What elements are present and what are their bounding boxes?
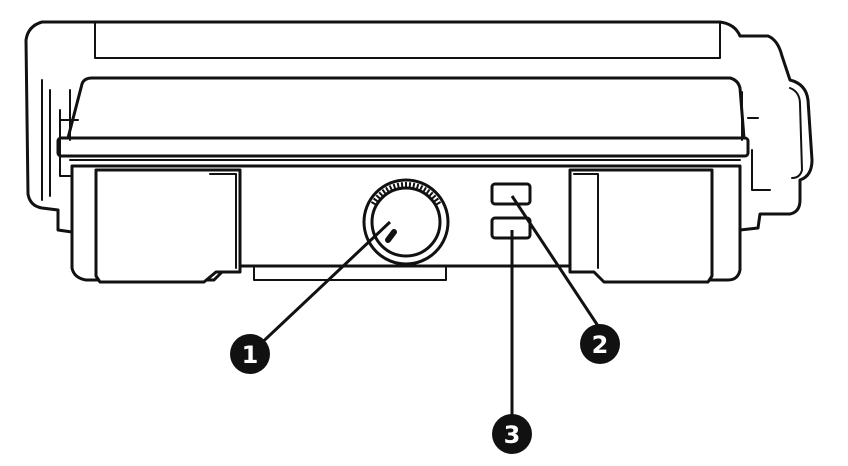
knob-tick-marks [370, 182, 442, 206]
knob-tick [428, 191, 434, 198]
knob-tick [432, 197, 439, 203]
knob-tick [422, 186, 427, 194]
knob-tick [373, 197, 380, 203]
callout-2-number: 2 [592, 331, 609, 359]
right-handle [789, 87, 803, 179]
left-side-edge [41, 79, 51, 201]
callout-1-number: 1 [242, 341, 259, 369]
control-knob[interactable] [362, 178, 450, 266]
knob-tick [392, 183, 397, 191]
knob-tick [412, 182, 416, 189]
left-foot-shading [209, 173, 237, 269]
base-bottom-step [253, 267, 447, 281]
knob-tick [425, 189, 431, 196]
right-foot-block [568, 168, 714, 284]
knob-tick [381, 189, 387, 196]
lid-panel [66, 76, 746, 140]
callout-1-badge [230, 334, 270, 374]
callout-3: 3 [492, 414, 532, 454]
knob-tick [418, 185, 424, 192]
knob-tick [415, 183, 420, 191]
lid-rim [56, 136, 750, 158]
knob-tick [375, 194, 382, 200]
upper-indicator-light [490, 182, 532, 206]
knob-tick [430, 194, 437, 200]
callout-3-badge [492, 414, 532, 454]
knob-tick [370, 201, 378, 206]
knob-tick [378, 191, 384, 198]
callout-2-badge [580, 324, 620, 364]
callout-2: 2 [580, 324, 620, 364]
left-foot-block [94, 168, 242, 284]
callout-1-leader [252, 220, 392, 352]
left-hinge [59, 89, 79, 177]
knob-tick [434, 201, 442, 206]
right-hinge [741, 91, 771, 191]
knob-tick [388, 185, 394, 192]
callout-3-number: 3 [504, 421, 521, 449]
knob-tick [396, 182, 400, 189]
lid-top-band [94, 21, 721, 59]
knob-tick [400, 182, 404, 189]
knob-indicator-mark [385, 229, 397, 243]
knob-tick [408, 182, 412, 189]
callout-1: 1 [230, 334, 270, 374]
knob-tick [385, 186, 390, 194]
knob-dial [370, 186, 442, 258]
callout-2-leader [510, 195, 608, 339]
right-foot-shading [573, 173, 599, 269]
